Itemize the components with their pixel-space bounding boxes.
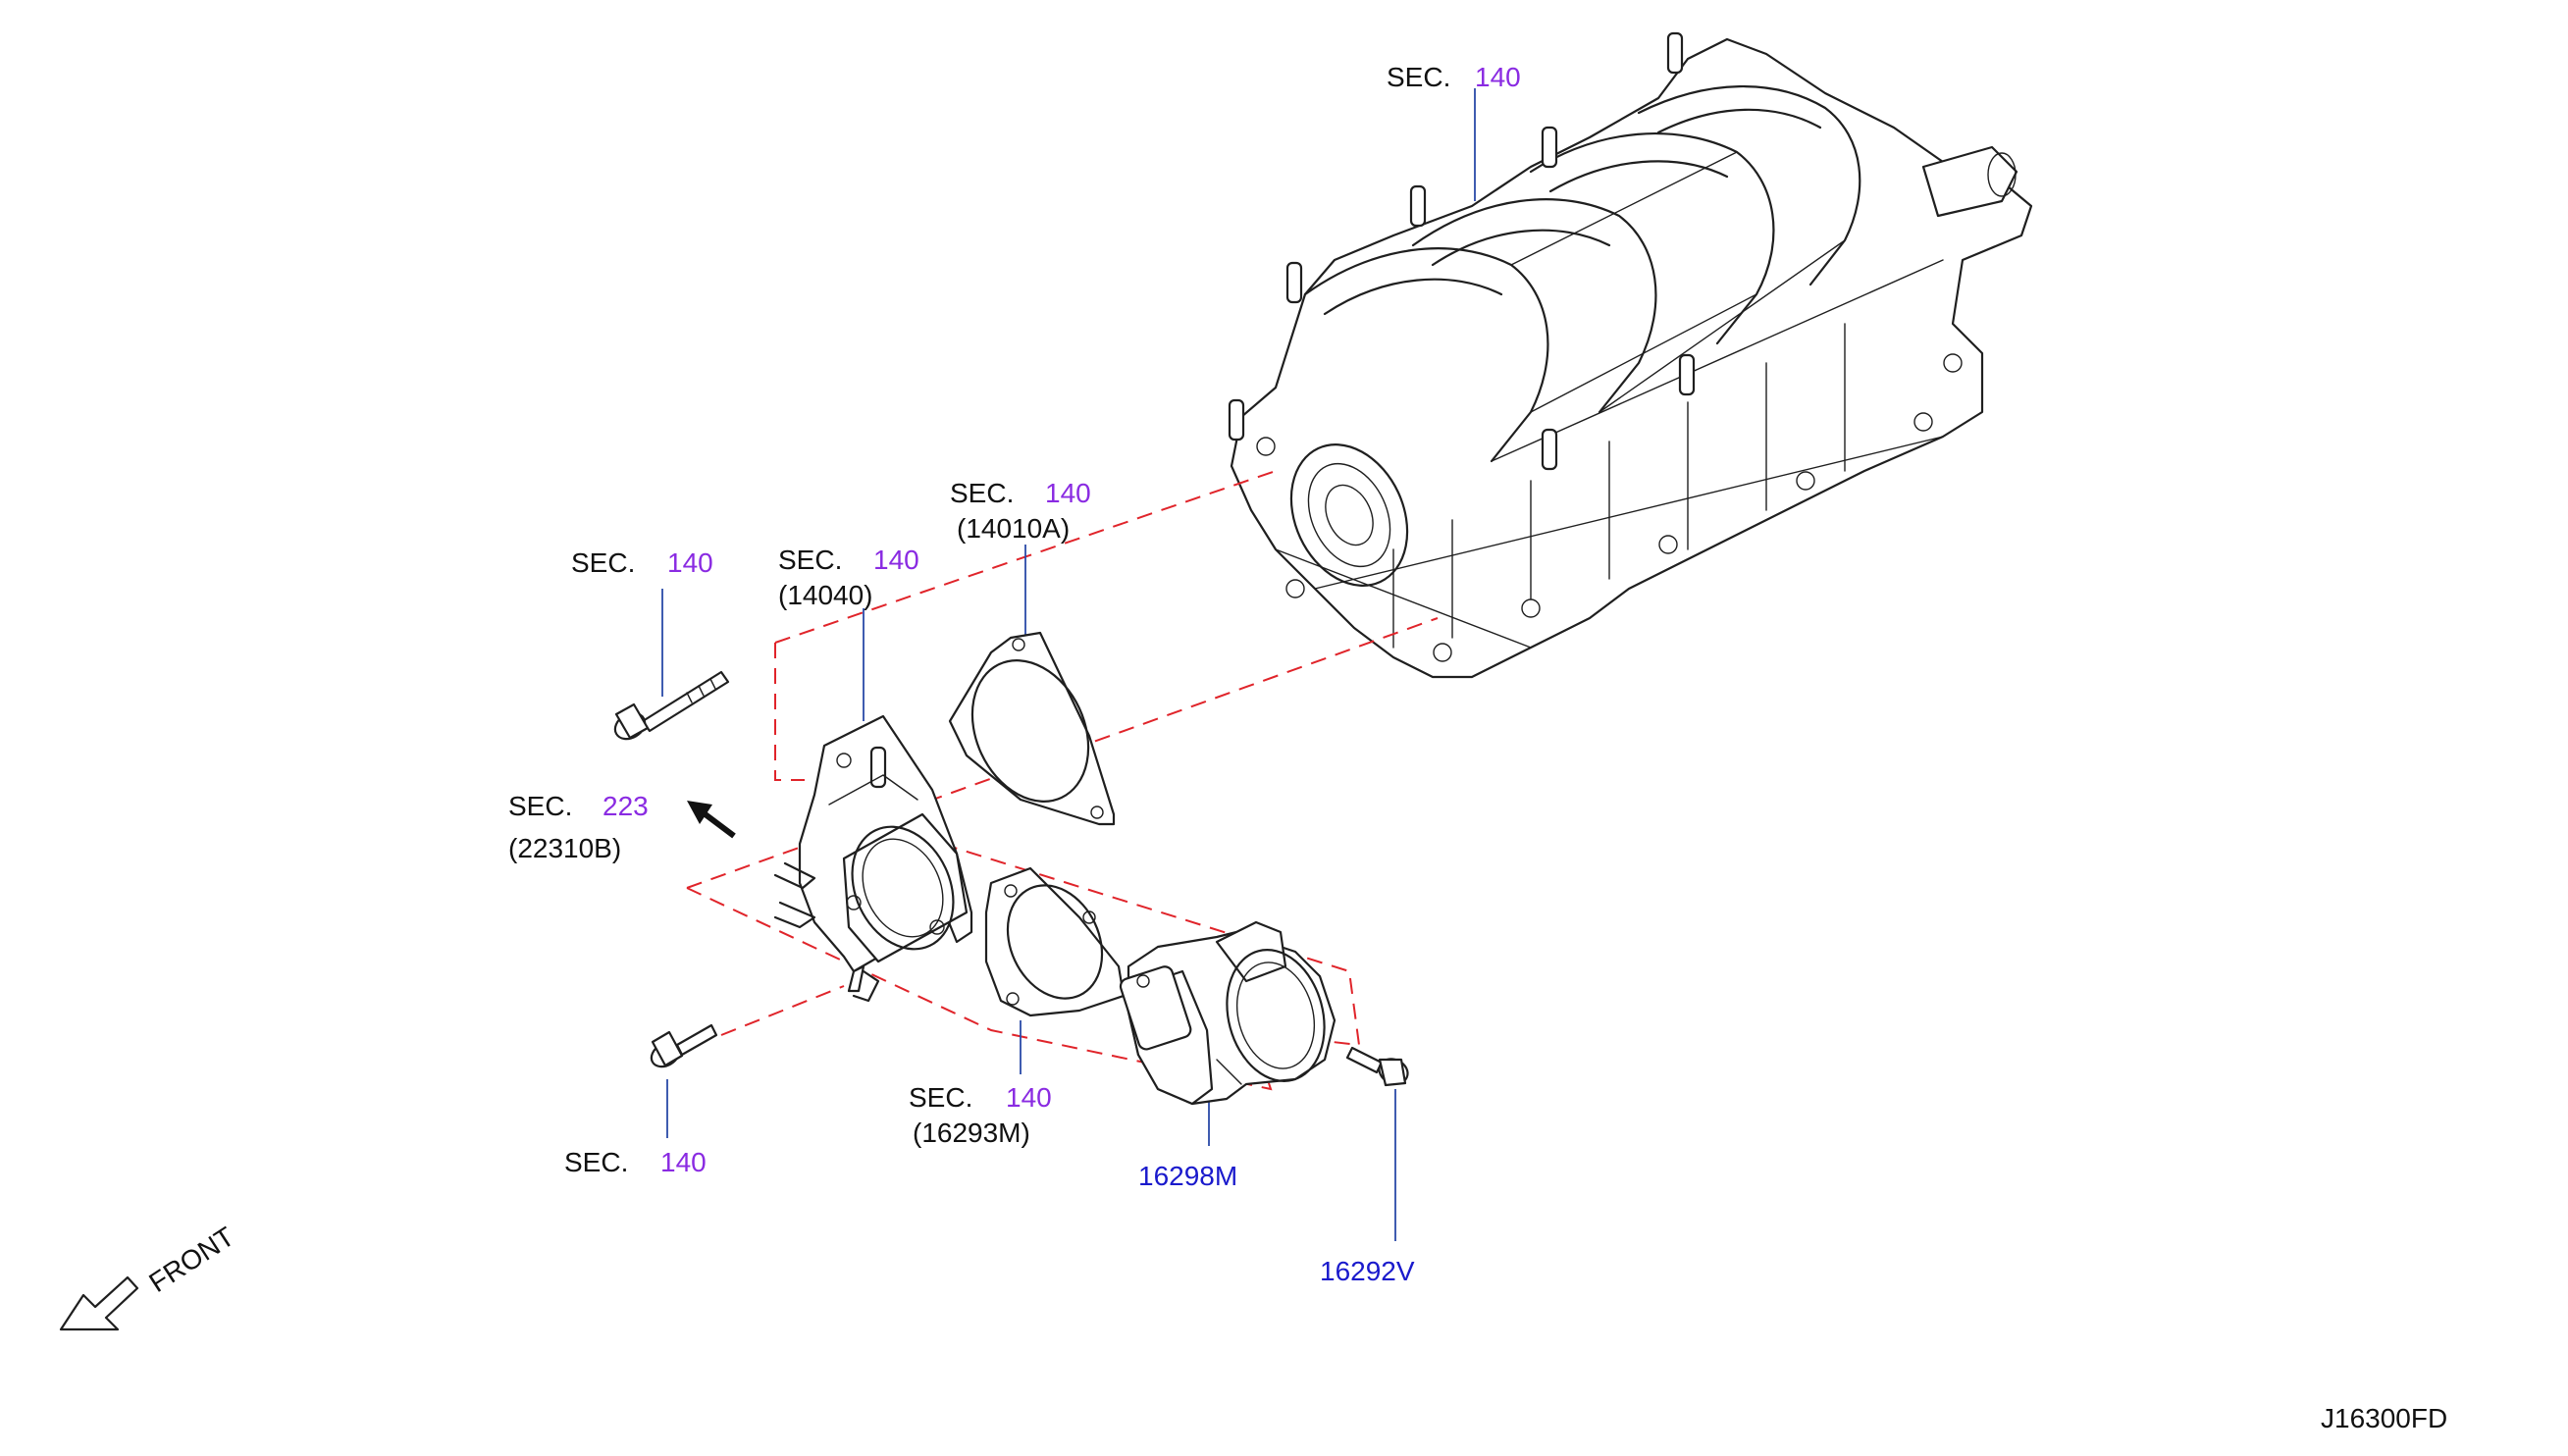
manifold-sec-number[interactable]: 140	[1475, 62, 1521, 92]
throttle-screw-part-number[interactable]: 16292V	[1320, 1256, 1415, 1286]
long-bolt-sec-number[interactable]: 140	[667, 547, 713, 578]
gasket-upper[interactable]	[948, 631, 1116, 826]
label-gasket-lower: SEC. 140 (16293M)	[909, 1082, 1052, 1148]
gasket-upper-part-number: (14010A)	[957, 513, 1070, 544]
label-long-bolt: SEC. 140	[571, 547, 713, 578]
label-manifold: SEC. 140	[1387, 62, 1521, 92]
short-bolt-sec-text: SEC.	[564, 1147, 628, 1177]
long-bolt-sec-text: SEC.	[571, 547, 635, 578]
throttle-body-part-number[interactable]: 16298M	[1138, 1161, 1237, 1191]
adapter-sec-text: SEC.	[778, 545, 842, 575]
gasket-lower[interactable]	[984, 866, 1126, 1017]
drawing-id: J16300FD	[2321, 1403, 2447, 1433]
front-arrow-icon	[59, 1275, 139, 1331]
label-sensor: SEC. 223 (22310B)	[508, 791, 649, 863]
throttle-adapter[interactable]	[773, 714, 973, 1003]
throttle-body[interactable]	[1119, 920, 1338, 1106]
front-label: FRONT	[143, 1222, 239, 1299]
gasket-upper-sec-number[interactable]: 140	[1045, 478, 1091, 508]
short-bolt[interactable]	[648, 1023, 718, 1071]
throttle-screw[interactable]	[1345, 1046, 1412, 1088]
manifold-sec-text: SEC.	[1387, 62, 1450, 92]
sensor-direction-arrow	[687, 801, 736, 839]
gasket-lower-sec-number[interactable]: 140	[1006, 1082, 1052, 1113]
adapter-sec-number[interactable]: 140	[873, 545, 919, 575]
adapter-part-number: (14040)	[778, 580, 873, 610]
gasket-upper-sec-text: SEC.	[950, 478, 1014, 508]
sensor-sec-text: SEC.	[508, 791, 572, 821]
label-short-bolt: SEC. 140	[564, 1147, 707, 1177]
sensor-part-number: (22310B)	[508, 833, 621, 863]
short-bolt-sec-number[interactable]: 140	[660, 1147, 707, 1177]
long-bolt[interactable]	[610, 670, 730, 744]
gasket-lower-sec-text: SEC.	[909, 1082, 972, 1113]
sensor-sec-number[interactable]: 223	[603, 791, 649, 821]
label-adapter: SEC. 140 (14040)	[778, 545, 919, 610]
gasket-lower-part-number: (16293M)	[913, 1118, 1030, 1148]
label-gasket-upper: SEC. 140 (14010A)	[950, 478, 1091, 544]
leader-lines	[661, 88, 1476, 1241]
intake-manifold[interactable]	[1228, 31, 2033, 679]
